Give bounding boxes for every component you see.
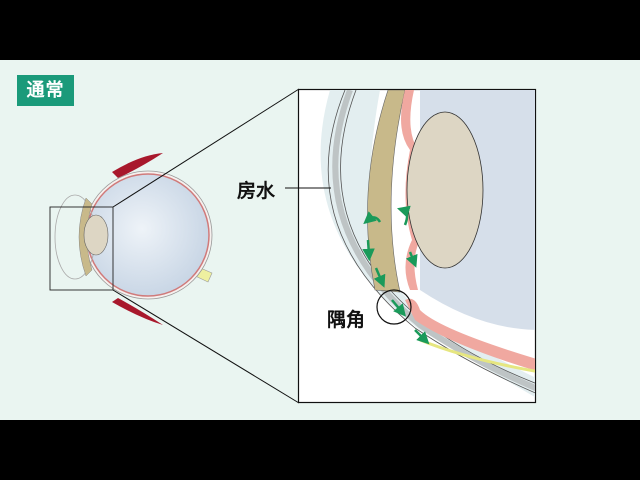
aqueous-humor-label: 房水: [237, 180, 276, 202]
zoom-lens: [406, 111, 484, 269]
zoom-iris: [367, 90, 406, 293]
angle-label: 隅角: [327, 309, 366, 331]
normal-badge: 通常: [17, 75, 74, 106]
lens: [83, 214, 109, 256]
zoom-line-bottom: [112, 289, 300, 404]
whole-eye: [49, 153, 213, 325]
lower-eye-muscle: [112, 298, 163, 325]
zoom-box: [49, 206, 114, 291]
zoom-panel: [285, 88, 537, 404]
upper-eye-muscle: [112, 153, 163, 178]
aqueous-flow-arrows: [362, 205, 430, 345]
angle-circle: [376, 289, 412, 325]
zoom-line-top: [112, 88, 300, 208]
